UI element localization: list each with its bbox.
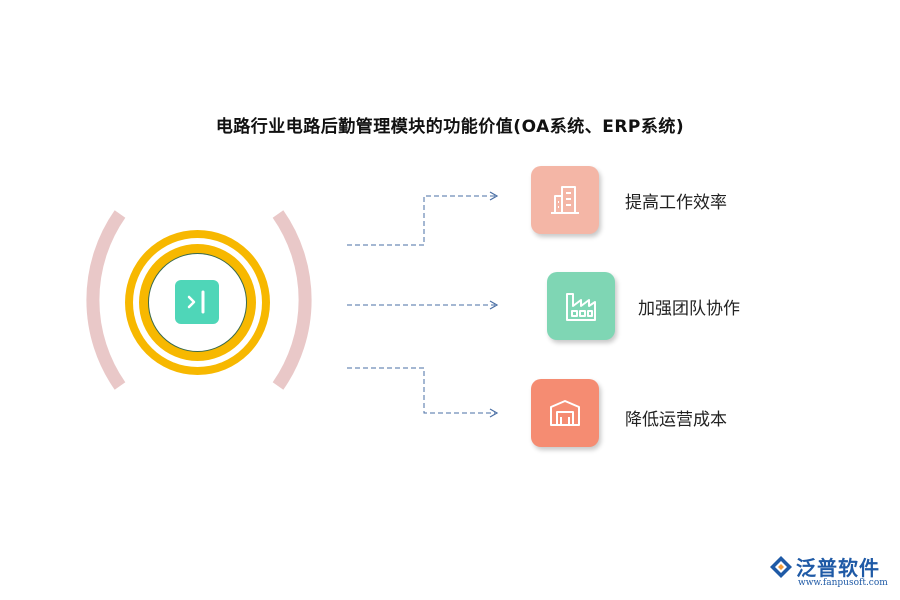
office-building-icon bbox=[551, 186, 579, 214]
central-hub bbox=[125, 230, 270, 375]
arrowhead-3 bbox=[489, 408, 499, 418]
card-improve-efficiency bbox=[531, 166, 599, 234]
brand-url: www.fanpusoft.com bbox=[798, 578, 888, 588]
factory-icon bbox=[566, 293, 596, 321]
brand-logo: 泛普软件 www.fanpusoft.com bbox=[768, 552, 892, 592]
label-reduce-cost: 降低运营成本 bbox=[625, 410, 727, 430]
arc-right bbox=[272, 210, 312, 390]
brand-mark-icon bbox=[770, 556, 792, 578]
card-team-collaboration bbox=[547, 272, 615, 340]
connector-1 bbox=[347, 195, 495, 246]
connector-3 bbox=[347, 367, 495, 414]
arrowhead-2 bbox=[489, 300, 499, 310]
arc-left bbox=[86, 210, 126, 390]
warehouse-icon bbox=[550, 400, 580, 426]
label-team-collaboration: 加强团队协作 bbox=[638, 299, 740, 319]
diagram-title: 电路行业电路后勤管理模块的功能价值(OA系统、ERP系统) bbox=[215, 117, 685, 137]
label-improve-efficiency: 提高工作效率 bbox=[625, 193, 727, 213]
brand-name: 泛普软件 bbox=[796, 556, 880, 580]
sidebar-expand-icon bbox=[175, 280, 219, 324]
arrowhead-1 bbox=[489, 191, 499, 201]
card-reduce-cost bbox=[531, 379, 599, 447]
